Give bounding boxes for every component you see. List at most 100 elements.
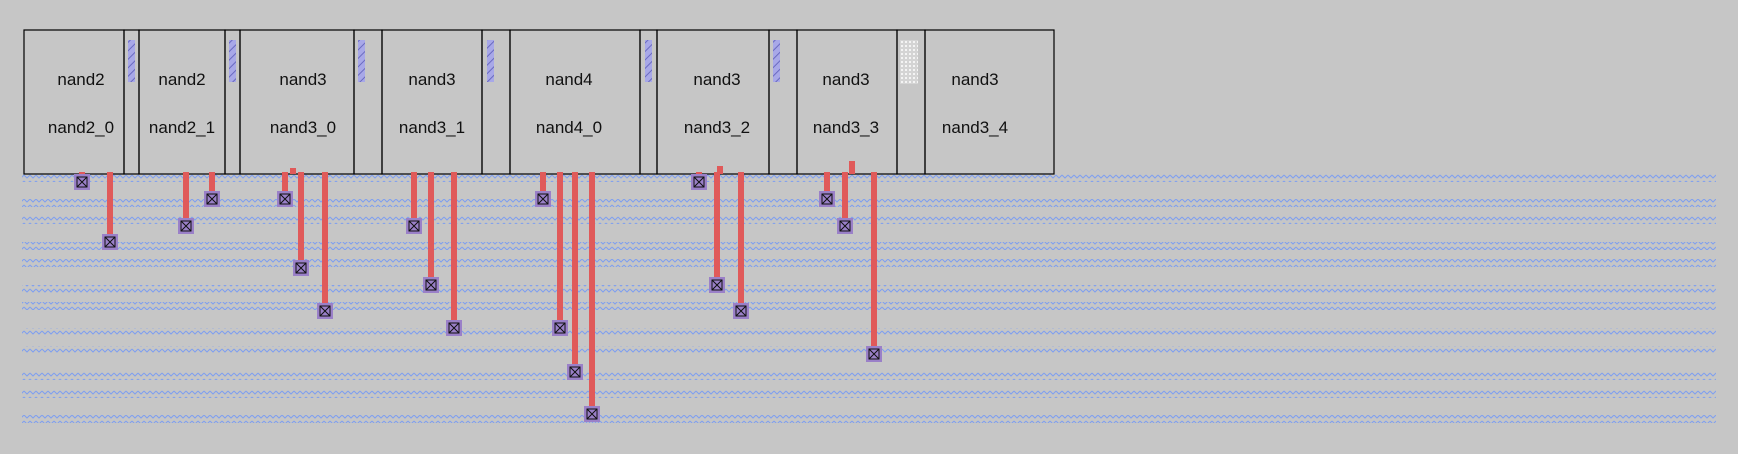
contact-box (735, 305, 747, 317)
via-wire (589, 172, 595, 414)
contact-cross (569, 366, 581, 378)
cell-instance-label: nand3_2 (684, 118, 750, 137)
via-wire (322, 172, 328, 311)
cell-instance-label: nand3_4 (942, 118, 1008, 137)
via-wire (738, 172, 744, 311)
cell-type-label: nand3 (822, 70, 869, 89)
via-wire (209, 172, 215, 199)
via-wire (572, 172, 578, 372)
cell-type-label: nand3 (693, 70, 740, 89)
filler-hatch (773, 40, 780, 82)
cell-outline[interactable] (239, 29, 355, 175)
via-wire (714, 172, 720, 285)
contact-box (569, 366, 581, 378)
cell-outline[interactable] (23, 29, 125, 175)
cell-type-label: nand3 (951, 70, 998, 89)
filler-dots (900, 40, 918, 84)
cell-outline[interactable] (138, 29, 226, 175)
cell-instance-label: nand2_0 (48, 118, 114, 137)
contact-cross (554, 322, 566, 334)
contact-cross (711, 279, 723, 291)
contact-cross (104, 236, 116, 248)
routing-track (22, 216, 1716, 224)
contact-cross (537, 193, 549, 205)
via-wire (298, 172, 304, 268)
contact-box (821, 193, 833, 205)
contact-box (319, 305, 331, 317)
contact-cross (206, 193, 218, 205)
filler-hatch (358, 40, 365, 82)
via-stub (849, 161, 855, 174)
routing-track (22, 242, 1716, 250)
cell-instance-label: nand4_0 (536, 118, 602, 137)
cell-outline[interactable] (924, 29, 1055, 175)
routing-track (22, 302, 1716, 310)
filler-hatch (229, 40, 236, 82)
routing-track (22, 259, 1716, 267)
contact-cross (408, 220, 420, 232)
cell-type-label: nand3 (408, 70, 455, 89)
filler-hatch (487, 40, 494, 82)
via-wire (428, 172, 434, 285)
contact-cross (76, 176, 88, 188)
contact-box (711, 279, 723, 291)
contact-box (206, 193, 218, 205)
routing-track (22, 390, 1716, 398)
contact-cross (425, 279, 437, 291)
cell-type-label: nand3 (279, 70, 326, 89)
via-wire (871, 172, 877, 354)
contact-cross (319, 305, 331, 317)
contact-box (554, 322, 566, 334)
filler-hatch (645, 40, 652, 82)
via-wire (540, 172, 546, 199)
contact-box (537, 193, 549, 205)
via-wire (824, 172, 830, 199)
contact-cross (693, 176, 705, 188)
via-stacks (74, 161, 882, 422)
contact-box (425, 279, 437, 291)
contact-cross (295, 262, 307, 274)
via-stub (717, 166, 723, 174)
via-wire (842, 172, 848, 226)
contact-cross (821, 193, 833, 205)
via-wire (183, 172, 189, 226)
standard-cells: nand2 nand2_0 nand2 nand2_1 nand3 nand3_… (23, 29, 1055, 175)
via-wire (451, 172, 457, 328)
contact-box (76, 176, 88, 188)
cell-outline[interactable] (796, 29, 898, 175)
cell-type-label: nand4 (545, 70, 592, 89)
contact-cross (586, 408, 598, 420)
via-wire (107, 172, 113, 242)
routing-track (22, 415, 1716, 423)
filler-hatch (128, 40, 135, 82)
cell-outline[interactable] (381, 29, 483, 175)
contact-cross (180, 220, 192, 232)
cell-outline[interactable] (656, 29, 770, 175)
contact-cross (279, 193, 291, 205)
cell-instance-label: nand2_1 (149, 118, 215, 137)
contact-box (448, 322, 460, 334)
routing-track (22, 174, 1716, 182)
cell-instance-label: nand3_3 (813, 118, 879, 137)
routing-track (22, 285, 1716, 293)
cell-instance-label: nand3_1 (399, 118, 465, 137)
contact-box (586, 408, 598, 420)
via-wire (411, 172, 417, 226)
contact-box (279, 193, 291, 205)
routing-track (22, 199, 1716, 207)
contact-box (408, 220, 420, 232)
routing-track (22, 328, 1716, 336)
contact-cross (448, 322, 460, 334)
contact-box (868, 348, 880, 360)
routing-track (22, 372, 1716, 380)
cell-type-label: nand2 (57, 70, 104, 89)
contact-box (180, 220, 192, 232)
contact-cross (868, 348, 880, 360)
cell-outline[interactable] (509, 29, 641, 175)
cell-type-label: nand2 (158, 70, 205, 89)
contact-cross (839, 220, 851, 232)
contact-cross (735, 305, 747, 317)
routing-tracks (22, 174, 1716, 423)
filler-cell (481, 29, 511, 175)
